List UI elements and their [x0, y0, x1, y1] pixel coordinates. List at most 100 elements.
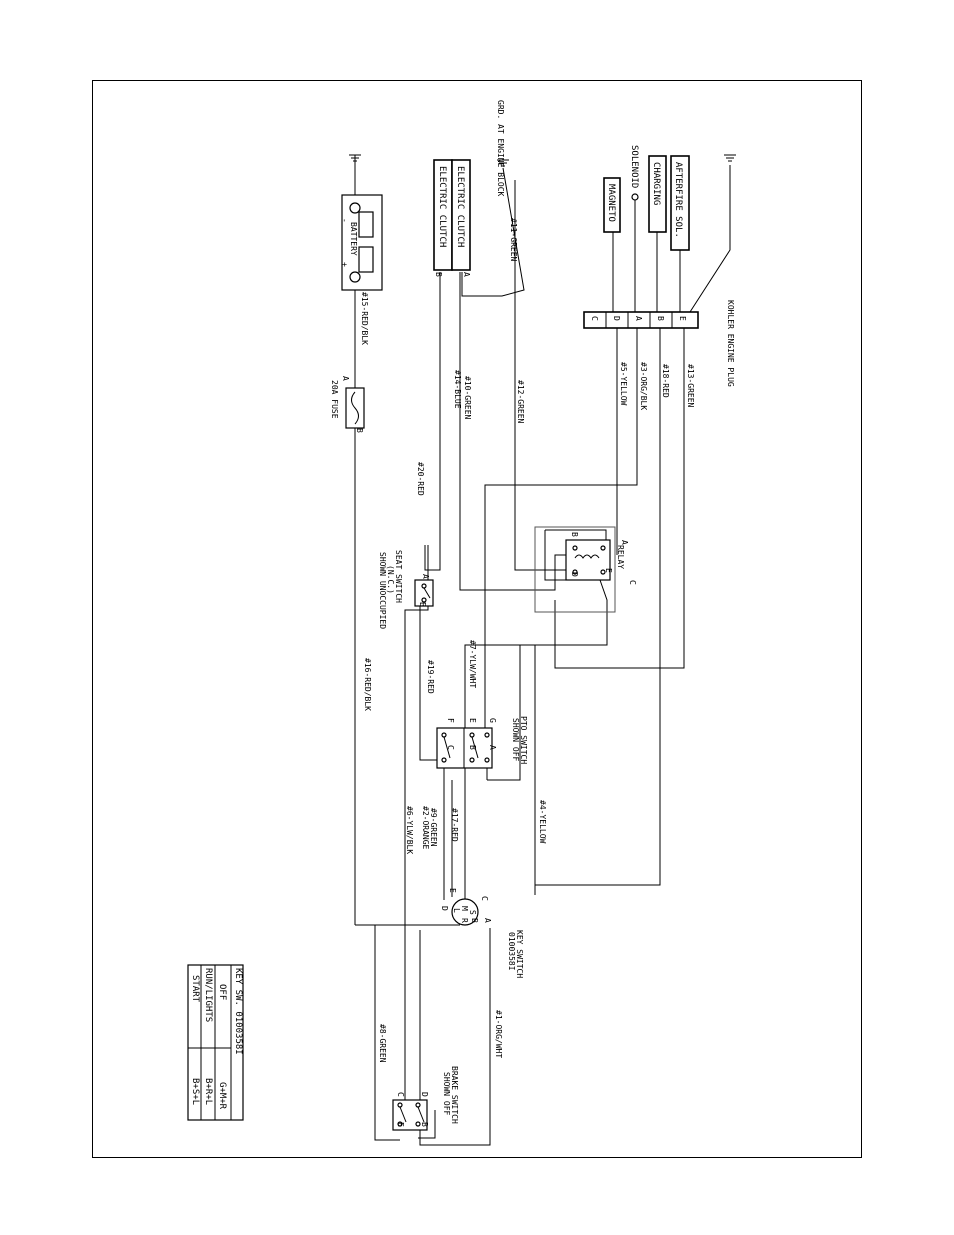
afterfire-solenoid: AFTERFIRE SOL. [670, 155, 690, 251]
svg-text:B: B [470, 918, 479, 923]
wire-lines [354, 165, 731, 1146]
svg-text:E: E [604, 568, 613, 573]
relay-label: RELAY [616, 545, 625, 569]
wire-label: #2-ORANGE [421, 806, 430, 850]
magneto: MAGNETO [603, 177, 621, 233]
svg-text:B: B [656, 316, 665, 321]
svg-text:B: B [468, 745, 477, 750]
wire-label: #16-RED/BLK [363, 658, 372, 711]
svg-text:SEAT SWITCH: SEAT SWITCH [394, 550, 403, 603]
electric-clutch: ELECTRIC CLUTCH ELECTRIC CLUTCH B A [433, 159, 471, 277]
svg-text:C: C [628, 580, 637, 585]
clutch-label-2: ELECTRIC CLUTCH [455, 166, 465, 247]
key-table-position: OFF [217, 984, 227, 1000]
svg-text:SHOWN OFF: SHOWN OFF [442, 1072, 451, 1116]
svg-text:D: D [440, 906, 449, 911]
ground-symbol-battery [349, 154, 361, 195]
wire-label: #20-RED [416, 462, 425, 496]
svg-text:C: C [396, 1092, 405, 1097]
key-table-title: KEY SW. 0100358I [233, 968, 243, 1055]
fuse-label: 20A FUSE [330, 380, 339, 419]
key-table-contacts: G+M+R [217, 1082, 227, 1110]
svg-text:B: B [355, 428, 364, 433]
wire-label: #12-GREEN [516, 380, 525, 424]
svg-text:M: M [460, 906, 469, 911]
seat-switch: A B SEAT SWITCH (N.C.) SHOWN UNOCCUPIED [378, 550, 434, 629]
wire-labels: #11-GREEN #15-RED/BLK #14-BLUE #10-GREEN… [360, 218, 695, 1063]
svg-text:0100358I: 0100358I [507, 932, 516, 971]
svg-text:(N.C.): (N.C.) [386, 565, 395, 594]
wire-label: #10-GREEN [463, 376, 472, 420]
svg-text:L: L [452, 908, 461, 913]
svg-text:E: E [678, 316, 687, 321]
battery-plus: + [340, 262, 349, 267]
wire-label: #3-ORG/BLK [639, 362, 648, 410]
svg-text:AFTERFIRE SOL.: AFTERFIRE SOL. [673, 162, 683, 238]
svg-text:D: D [612, 316, 621, 321]
svg-text:PTO SWITCH: PTO SWITCH [519, 716, 528, 764]
svg-text:A: A [620, 540, 629, 545]
battery-minus: - [340, 218, 349, 223]
ground-symbol-engine [497, 159, 509, 167]
svg-text:D: D [570, 572, 579, 577]
svg-text:CHARGING: CHARGING [651, 162, 661, 205]
svg-text:A: A [634, 316, 643, 321]
ground-symbol-kohler [724, 154, 736, 162]
wire-label: #8-GREEN [378, 1024, 387, 1063]
svg-text:BRAKE SWITCH: BRAKE SWITCH [450, 1066, 459, 1124]
svg-text:C: C [446, 745, 455, 750]
diagram-frame [92, 80, 862, 1158]
wire-label: #5-YELLOW [619, 362, 628, 406]
svg-text:B: B [420, 1122, 429, 1127]
battery: - + BATTERY [340, 194, 383, 291]
wire-label: #6-YLW/BLK [405, 806, 414, 854]
relay: B D A E C RELAY [534, 526, 637, 613]
svg-text:MAGNETO: MAGNETO [606, 184, 616, 222]
svg-text:G: G [488, 718, 497, 723]
wire-label: #19-RED [426, 660, 435, 694]
svg-text:E: E [448, 888, 457, 893]
svg-text:A: A [341, 376, 350, 381]
svg-text:F: F [446, 718, 455, 723]
kohler-plug-label: KOHLER ENGINE PLUG [726, 300, 735, 387]
wire-label: #1-ORG/WHT [494, 1010, 503, 1058]
svg-text:SHOWN UNOCCUPIED: SHOWN UNOCCUPIED [378, 552, 387, 629]
clutch-terminal-b: B [434, 272, 443, 277]
wire-label: #15-RED/BLK [360, 292, 369, 345]
svg-text:R: R [460, 918, 469, 923]
wire-label: #9-GREEN [429, 808, 438, 847]
key-switch-table: KEY SW. 0100358I OFF G+M+R RUN/LIGHTS B+… [187, 964, 244, 1121]
wire-label: #18-RED [661, 364, 670, 398]
key-switch: M S L R C A E D B KEY SWITCH 0100358I [440, 888, 524, 978]
clutch-terminal-a: A [462, 272, 471, 277]
ground-engine-label: GRD. AT ENGINE BLOCK [496, 100, 505, 197]
battery-label: BATTERY [349, 222, 358, 256]
brake-switch: C E D B BRAKE SWITCH SHOWN OFF [392, 1066, 459, 1131]
pto-switch: F C E B G A PTO SWITCH SHOWN OFF [436, 716, 528, 769]
svg-text:E: E [468, 718, 477, 723]
svg-text:C: C [480, 896, 489, 901]
svg-text:S: S [468, 910, 477, 915]
svg-text:A: A [488, 745, 497, 750]
wire-label: #4-YELLOW [538, 800, 547, 844]
kohler-engine-plug: C D A B E KOHLER ENGINE PLUG [583, 300, 735, 387]
key-table-position: RUN/LIGHTS [203, 968, 213, 1022]
svg-text:A: A [421, 574, 430, 579]
charging: CHARGING [648, 155, 667, 233]
svg-text:B: B [418, 602, 427, 607]
wire-label: #13-GREEN [686, 364, 695, 408]
key-table-position: START [190, 975, 200, 1003]
wire-label: #17-RED [450, 808, 459, 842]
svg-text:KEY SWITCH: KEY SWITCH [515, 930, 524, 978]
wire-label: #7-YLW/WHT [468, 640, 477, 688]
wire-label: #11-GREEN [509, 218, 518, 262]
svg-text:E: E [396, 1122, 405, 1127]
svg-text:D: D [420, 1092, 429, 1097]
key-table-contacts: B+S+L [190, 1078, 200, 1105]
svg-text:SHOWN OFF: SHOWN OFF [511, 718, 520, 762]
svg-text:B: B [570, 532, 579, 537]
key-table-contacts: B+R+L [203, 1078, 213, 1105]
svg-text:A: A [483, 918, 492, 923]
svg-text:C: C [590, 316, 599, 321]
